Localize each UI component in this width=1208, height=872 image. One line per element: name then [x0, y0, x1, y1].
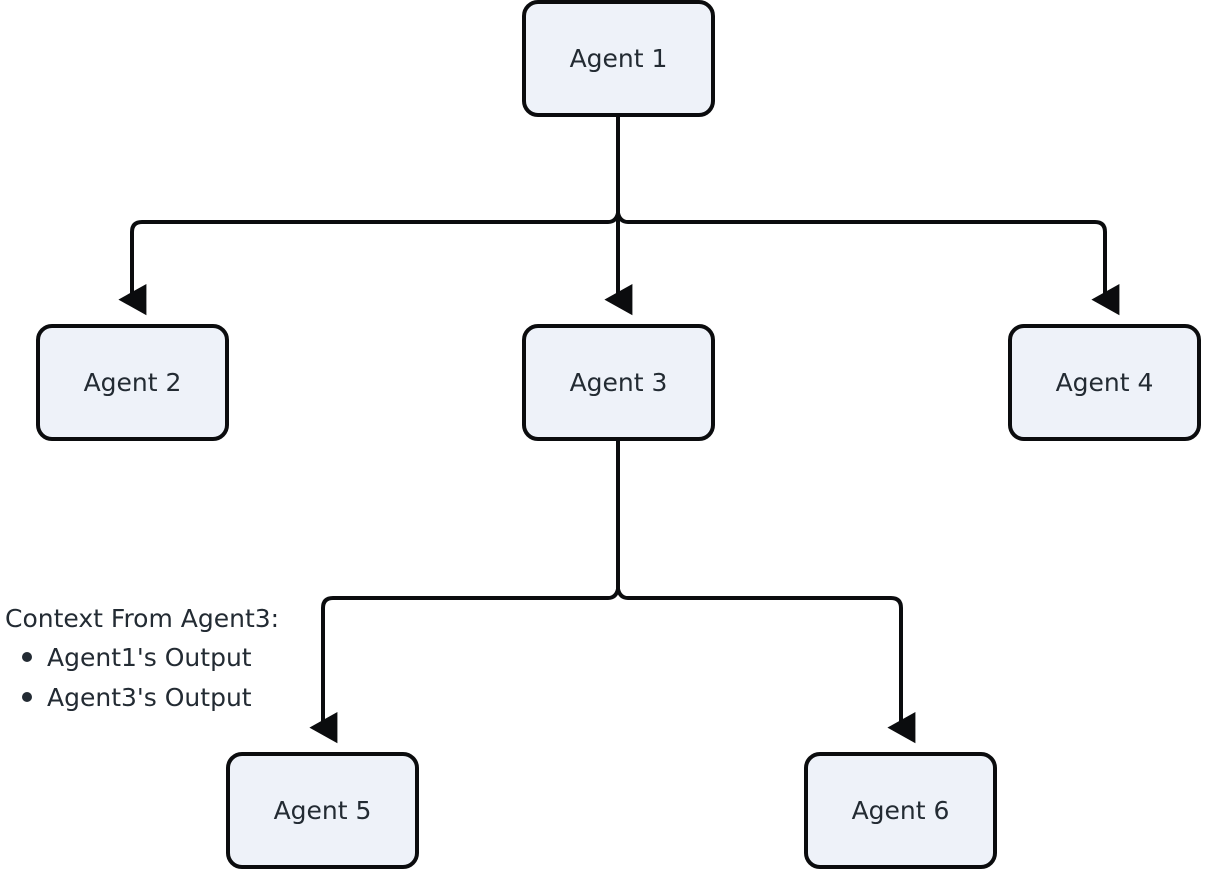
node-agent2-box[interactable]	[36, 324, 229, 441]
node-agent3-box[interactable]	[522, 324, 715, 441]
node-agent3[interactable]: Agent 3	[522, 324, 715, 441]
node-agent4-label: Agent 4	[1056, 368, 1154, 397]
bullet-icon	[22, 692, 32, 702]
context-annotation-title: Context From Agent3:	[5, 604, 279, 633]
node-agent6-box[interactable]	[804, 752, 997, 869]
edge-group	[118, 115, 1120, 744]
edge-bus-top-leftarm	[130, 220, 608, 233]
edge-bus-bottom-rightarm	[628, 596, 903, 609]
context-annotation-item-1: Agent1's Output	[47, 643, 252, 672]
edge-bus-bottom-leftarm	[321, 596, 608, 609]
edge-bus-top-rightarm	[628, 220, 1107, 233]
node-agent5-box[interactable]	[226, 752, 419, 869]
node-agent5-label: Agent 5	[274, 796, 372, 825]
node-agent1-label: Agent 1	[570, 44, 668, 73]
edge-bus-bottom-right	[616, 588, 629, 600]
node-agent4-box[interactable]	[1008, 324, 1201, 441]
node-agent4[interactable]: Agent 4	[1008, 324, 1201, 441]
bullet-icon	[22, 652, 32, 662]
context-annotation-item-2: Agent3's Output	[47, 683, 252, 712]
node-agent3-label: Agent 3	[570, 368, 668, 397]
node-agent6[interactable]: Agent 6	[804, 752, 997, 869]
node-agent5[interactable]: Agent 5	[226, 752, 419, 869]
node-agent1[interactable]: Agent 1	[522, 0, 715, 117]
node-agent2[interactable]: Agent 2	[36, 324, 229, 441]
context-annotation: Context From Agent3: Agent1's Output Age…	[5, 604, 279, 712]
node-agent2-label: Agent 2	[84, 368, 182, 397]
node-agent6-label: Agent 6	[852, 796, 950, 825]
node-agent1-box[interactable]	[522, 0, 715, 117]
